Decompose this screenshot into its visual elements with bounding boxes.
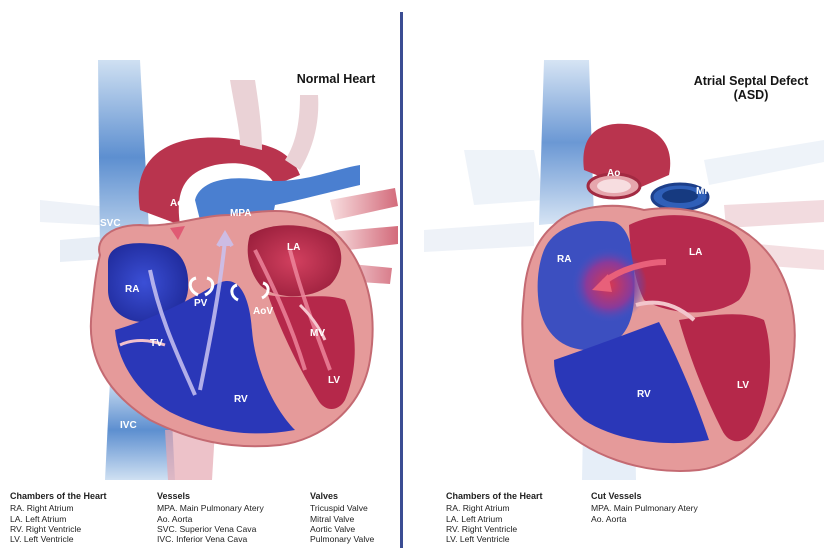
normal-heart-panel: Normal Heart [0,0,400,552]
label-ao: Ao [607,168,620,179]
legend-item: LA. Left Atrium [10,514,107,524]
legend-item: IVC. Inferior Vena Cava [157,534,264,544]
legend-heading: Chambers of the Heart [446,491,543,501]
legend-cut-vessels: Cut Vessels MPA. Main Pulmonary Atery Ao… [591,491,698,524]
asd-heart-panel: Atrial Septal Defect (ASD) [404,0,830,552]
legend-item: RA. Right Atrium [446,503,543,513]
legend-item: LA. Left Atrium [446,514,543,524]
legend-item: MPA. Main Pulmonary Atery [591,503,698,513]
legend-item: SVC. Superior Vena Cava [157,524,264,534]
legend-heading: Vessels [157,491,264,501]
legend-item: LV. Left Ventricle [10,534,107,544]
legend-chambers: Chambers of the Heart RA. Right Atrium L… [446,491,543,544]
normal-heart-illustration: SVC Ao MPA LA RA PV AoV MV TV RV LV IVC [0,0,400,480]
label-mpa: MPA [230,208,251,219]
label-tv: TV [150,338,163,349]
label-pv: PV [194,298,208,309]
legend-item: Tricuspid Valve [310,503,374,513]
legend-item: Ao. Aorta [157,514,264,524]
label-lv: LV [737,380,749,391]
label-ao: Ao [170,198,183,209]
legend-item: RV. Right Ventricle [10,524,107,534]
label-aov: AoV [253,306,273,317]
label-rv: RV [637,389,651,400]
legend-heading: Chambers of the Heart [10,491,107,501]
legend-heading: Cut Vessels [591,491,698,501]
label-ra: RA [557,254,571,265]
legend-item: RV. Right Ventricle [446,524,543,534]
legend-item: Aortic Valve [310,524,374,534]
legend-item: Mitral Valve [310,514,374,524]
label-mv: MV [310,328,325,339]
legend-valves: Valves Tricuspid Valve Mitral Valve Aort… [310,491,374,544]
legend-item: LV. Left Ventricle [446,534,543,544]
legend-item: Pulmonary Valve [310,534,374,544]
label-svc: SVC [100,218,121,229]
legend-vessels: Vessels MPA. Main Pulmonary Atery Ao. Ao… [157,491,264,544]
label-rv: RV [234,394,248,405]
legend-item: RA. Right Atrium [10,503,107,513]
label-ra: RA [125,284,139,295]
label-mpa: MPA [696,186,717,197]
legend-heading: Valves [310,491,374,501]
label-la: LA [689,247,702,258]
label-lv: LV [328,375,340,386]
asd-heart-illustration: Ao MPA RA LA RV LV [404,0,830,480]
svc-vessel [539,60,594,225]
legend-chambers: Chambers of the Heart RA. Right Atrium L… [10,491,107,544]
legend-item: Ao. Aorta [591,514,698,524]
label-ivc: IVC [120,420,137,431]
legend-item: MPA. Main Pulmonary Atery [157,503,264,513]
label-la: LA [287,242,300,253]
panel-divider [400,12,403,548]
